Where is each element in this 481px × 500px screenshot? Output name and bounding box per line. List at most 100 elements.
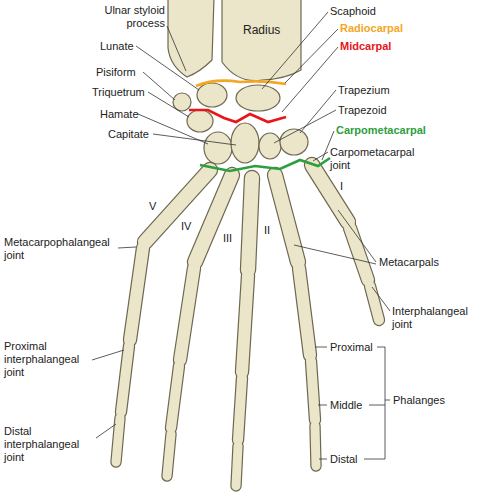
joint-label: Radiocarpal (340, 22, 403, 35)
group-label: Phalanges (393, 394, 445, 407)
finger-bone (167, 434, 171, 476)
finger-bone (238, 378, 242, 440)
joint-label: Distal interphalangeal joint (4, 425, 94, 464)
joint-label: Interphalangeal joint (392, 305, 478, 331)
leader-line (153, 134, 236, 145)
leader-line (136, 46, 199, 90)
leader-line (369, 405, 385, 406)
finger-bone (242, 276, 248, 372)
bone-label: Triquetrum (92, 86, 145, 99)
bone-label: Capitate (108, 128, 149, 141)
finger-bone (145, 170, 210, 242)
bone-label: Radius (243, 24, 280, 37)
carpal-bone (173, 93, 191, 111)
finger-bone (370, 286, 379, 320)
finger-bone (275, 175, 298, 262)
finger-bone (130, 248, 143, 340)
finger-bone (299, 268, 310, 355)
finger-bone (130, 248, 143, 340)
callout-number: II (264, 224, 270, 237)
finger-bone (167, 434, 171, 476)
bone-label: Ulnar styloid process (70, 4, 165, 30)
joint-line (189, 110, 286, 122)
callout-number: I (340, 180, 343, 193)
leader-line (92, 350, 124, 360)
joint-label: Carpometacarpal joint (330, 146, 430, 172)
finger-bone (312, 165, 348, 222)
finger-bone (121, 346, 129, 412)
leader-line (319, 459, 327, 460)
bones (116, 0, 379, 486)
finger-bone (315, 426, 316, 466)
finger-bone (242, 276, 248, 372)
leader-line (167, 26, 186, 71)
joint-line (200, 158, 330, 171)
bone-label: Scaphoid (330, 5, 376, 18)
finger-bone (248, 178, 252, 270)
callout-number: V (149, 200, 156, 213)
finger-bone (350, 228, 368, 280)
leader-line (274, 110, 336, 143)
finger-bone (370, 286, 379, 320)
finger-bone (171, 366, 179, 428)
leader-line (385, 347, 386, 459)
finger-bone (299, 268, 310, 355)
leader-line (385, 400, 390, 401)
leader-line (377, 347, 385, 348)
finger-bone (195, 175, 232, 262)
finger-bone (236, 446, 238, 486)
callout-number: III (223, 232, 232, 245)
carpal-bone (187, 110, 213, 132)
finger-bone (311, 361, 315, 420)
leader-line (364, 459, 385, 460)
finger-bone (236, 446, 238, 486)
carpal-bone (204, 132, 232, 164)
joint-label: Midcarpal (340, 40, 391, 53)
finger-bone (116, 418, 120, 462)
finger-bone (180, 268, 194, 360)
carpal-bone (280, 129, 308, 155)
leader-line (315, 347, 327, 348)
leader-line (294, 245, 376, 264)
carpal-bone (259, 133, 281, 159)
carpal-bone (197, 83, 227, 107)
joint-label: Proximal interphalangeal joint (4, 340, 90, 379)
bone-label: Trapezoid (338, 104, 387, 117)
carpal-bone (236, 85, 280, 111)
finger-bone (248, 178, 252, 270)
ulna-bone (168, 0, 214, 77)
leader-line (96, 424, 116, 438)
bone-label: Distal (330, 453, 358, 466)
finger-bone (238, 378, 242, 440)
bone-label: Trapezium (338, 84, 390, 97)
finger-bone (315, 426, 316, 466)
leader-line (318, 405, 327, 406)
finger-bone (350, 228, 368, 280)
finger-bone (312, 165, 348, 222)
finger-bone (275, 175, 298, 262)
bone-label: Lunate (100, 40, 134, 53)
radius-bone (222, 0, 301, 81)
bone-label: Hamate (100, 108, 139, 121)
carpal-bone (231, 123, 259, 163)
callout-number: IV (181, 220, 191, 233)
leader-line (372, 287, 390, 311)
finger-bone (311, 361, 315, 420)
leader-line (282, 47, 338, 112)
finger-bone (180, 268, 194, 360)
bone-label: Middle (330, 399, 362, 412)
finger-bone (171, 366, 179, 428)
leader-line (338, 210, 376, 262)
leader-line (148, 92, 189, 117)
bone-label: Metacarpals (379, 256, 439, 269)
bone-label: Proximal (330, 341, 373, 354)
leader-line (143, 72, 175, 100)
joint-label: Carpometacarpal (336, 124, 426, 137)
leader-line (313, 152, 328, 161)
joint-label: Metacarpophalangeal joint (4, 236, 124, 262)
finger-bone (121, 346, 129, 412)
finger-bone (116, 418, 120, 462)
leader-line (118, 247, 136, 248)
